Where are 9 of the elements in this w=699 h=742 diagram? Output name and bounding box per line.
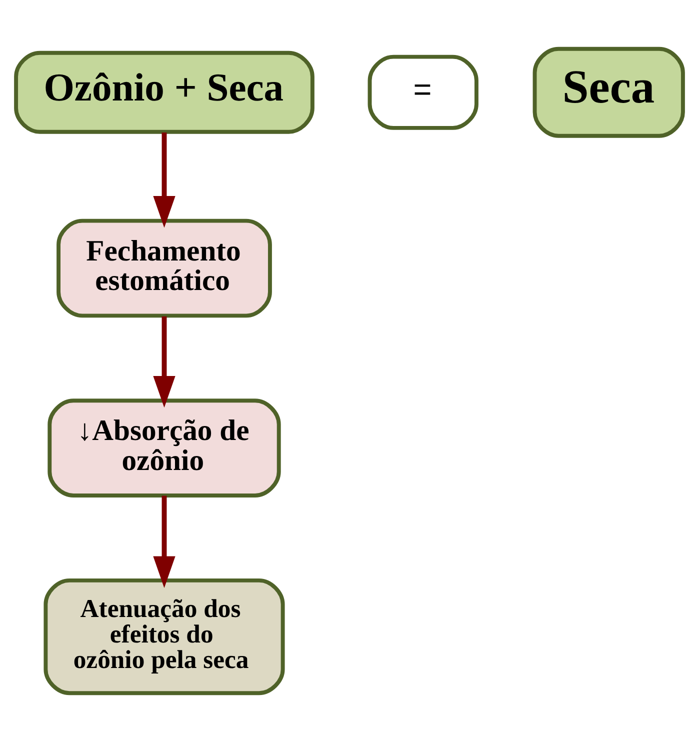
- node-box: =: [368, 54, 478, 130]
- arrow: [153, 132, 176, 228]
- node-box: Fechamento estomático: [56, 218, 272, 318]
- node-box: Ozônio + Seca: [14, 50, 314, 134]
- node-box: Seca: [532, 46, 685, 138]
- node-box: ↓Absorção de ozônio: [48, 398, 281, 498]
- arrow: [153, 496, 176, 588]
- node-box: Atenuação dos efeitos do ozônio pela seca: [44, 578, 285, 696]
- arrow: [153, 316, 176, 408]
